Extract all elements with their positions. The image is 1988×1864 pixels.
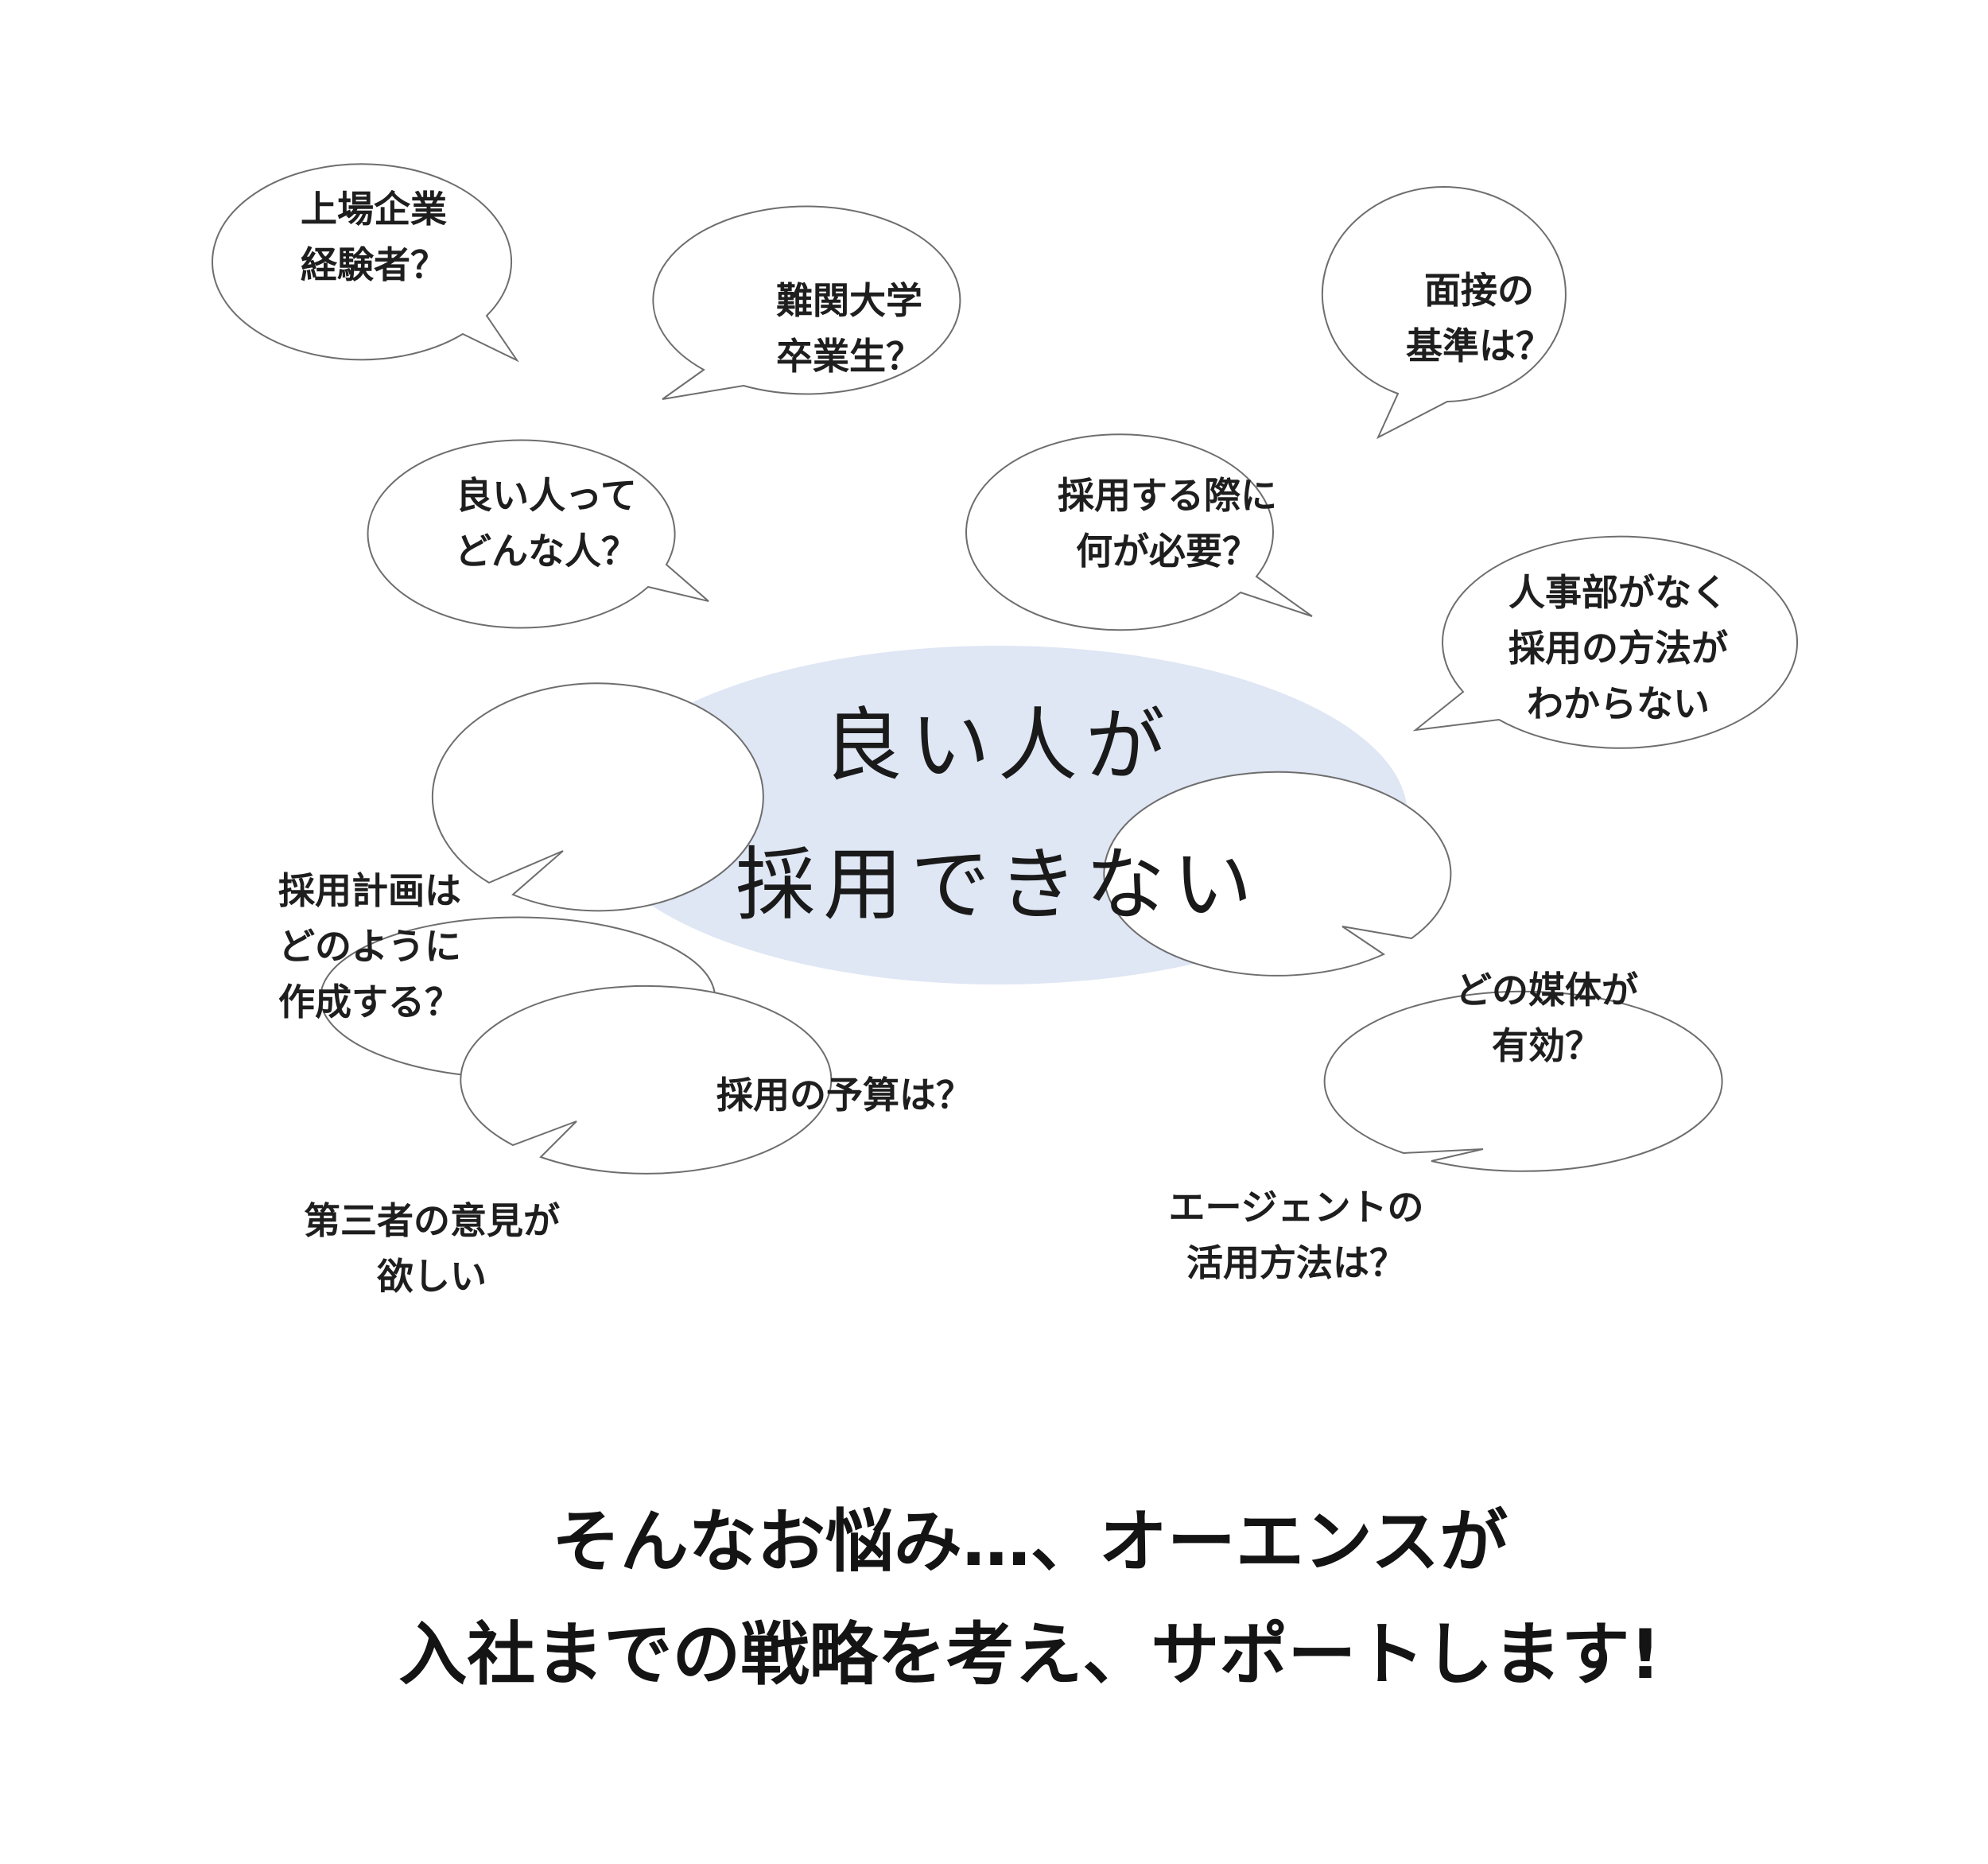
bubble-line: わからない [1527, 682, 1710, 725]
center-message-line: 良い人が [823, 699, 1173, 792]
bubble-line: 難関大学 [776, 279, 922, 322]
bubble-line: 卒業生？ [776, 335, 922, 378]
bubble-line: 何が必要？ [1076, 530, 1259, 573]
bubble-line: 有効？ [1492, 1024, 1602, 1067]
bubble-line: どのように [278, 925, 461, 968]
speech-bubble-shape-agent [1323, 990, 1723, 1172]
bubble-line: エージェントの [1168, 1186, 1424, 1229]
bubble-line: 第三者の意見が [304, 1199, 560, 1242]
speech-bubble-shape-interview [1321, 186, 1567, 440]
speech-bubble-university: 難関大学 卒業生？ [776, 273, 922, 384]
speech-bubble-shape-hiring-plan [431, 682, 764, 912]
speech-bubble-shape-no-hr [1412, 535, 1798, 749]
speech-bubble-media: どの媒体が 有効？ [1455, 962, 1638, 1074]
bubble-line: 採用する際に [1058, 474, 1277, 517]
footer-line: 入社までの戦略を考え、サポートします! [398, 1615, 1661, 1695]
bubble-line: どんな人？ [455, 530, 638, 573]
center-message-line: 採用できない [736, 838, 1260, 931]
bubble-line: 経験者？ [301, 243, 447, 286]
speech-bubble-agent: エージェントの 活用方法は？ [1168, 1179, 1423, 1291]
speech-bubble-shape-hiring-needs [965, 433, 1313, 631]
bubble-line: 採用の予算は？ [716, 1074, 973, 1116]
footer-line: そんなお悩み…、オーエンスが [551, 1502, 1508, 1582]
center-message: 良い人が 採用できない [736, 676, 1260, 954]
speech-bubble-hiring-needs: 採用する際に 何が必要？ [1058, 468, 1277, 579]
bubble-line: 欲しい [377, 1255, 487, 1298]
speech-bubble-interview: 面接の 基準は？ [1406, 262, 1552, 374]
speech-bubble-listed-company: 上場企業 経験者？ [301, 181, 447, 293]
speech-bubble-budget: 採用の予算は？ [716, 1067, 973, 1123]
speech-bubble-shape-third-party [460, 984, 833, 1175]
speech-bubble-shape-media [1103, 771, 1452, 977]
footer-message: そんなお悩み…、オーエンスが 入社までの戦略を考え、サポートします! [398, 1485, 1660, 1711]
bubble-line: 上場企業 [301, 188, 447, 231]
bubble-line: 採用計画は [278, 869, 461, 912]
bubble-line: 活用方法は？ [1186, 1241, 1406, 1284]
speech-bubble-third-party: 第三者の意見が 欲しい [304, 1193, 560, 1304]
speech-bubble-shape-listed-company [212, 163, 519, 363]
speech-bubble-no-hr: 人事部がなく 採用の方法が わからない [1508, 565, 1728, 732]
bubble-line: 良い人って [456, 474, 637, 517]
bubble-line: 作成する？ [278, 981, 461, 1023]
bubble-line: どの媒体が [1455, 969, 1638, 1012]
bubble-line: 基準は？ [1406, 324, 1552, 367]
bubble-line: 採用の方法が [1508, 627, 1728, 670]
bubble-line: 人事部がなく [1508, 571, 1728, 614]
bubble-line: 面接の [1424, 269, 1534, 312]
speech-bubble-shape-university [652, 205, 961, 400]
speech-bubble-good-person: 良い人って どんな人？ [455, 468, 638, 579]
speech-bubble-shape-good-person [367, 439, 709, 629]
speech-bubble-hiring-plan: 採用計画は どのように 作成する？ [278, 863, 461, 1030]
